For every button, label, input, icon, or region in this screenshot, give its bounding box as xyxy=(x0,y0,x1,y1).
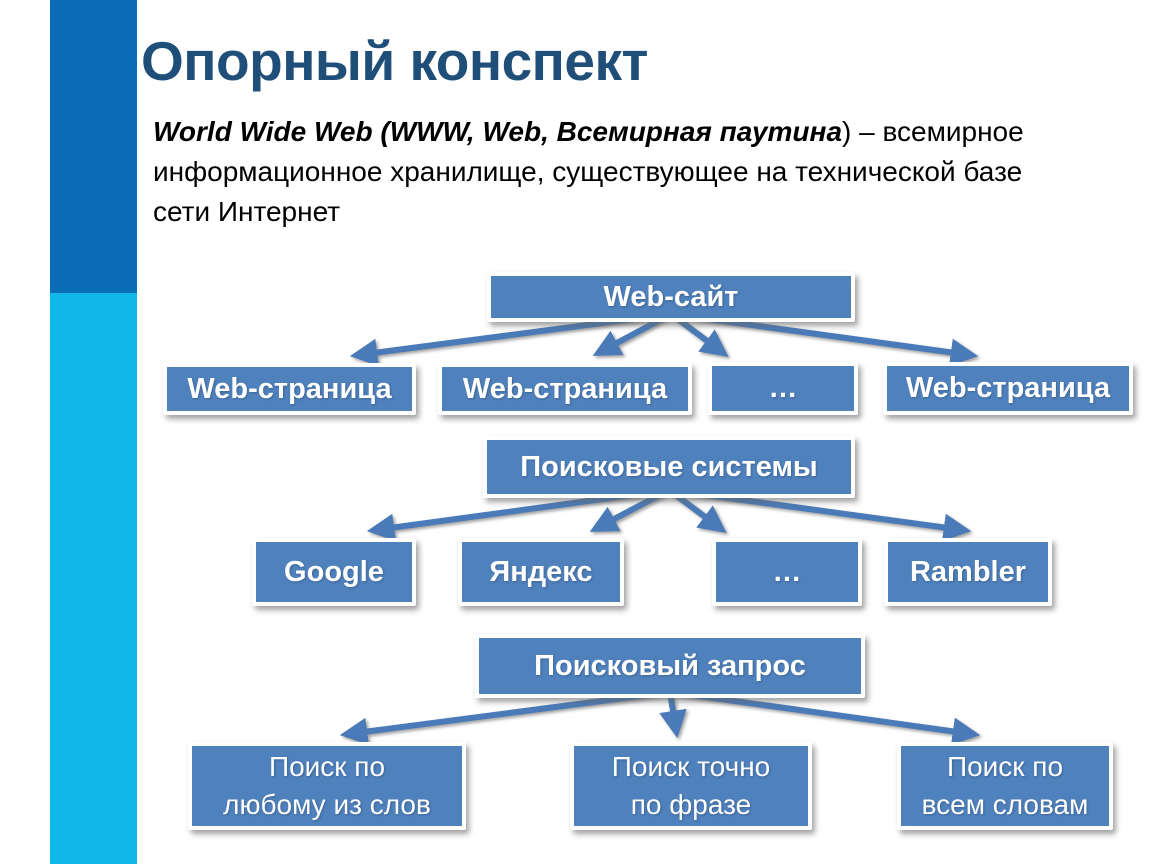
intro-rest-text: ) – всемирное информационное хранилище, … xyxy=(153,116,1024,228)
node-search-any-word: Поиск по любому из слов xyxy=(188,742,466,830)
node-pages-ellipsis: … xyxy=(708,362,858,415)
node-search-all-words: Поиск по всем словам xyxy=(897,742,1113,830)
intro-emphasis-text: World Wide Web (WWW, Web, Всемирная паут… xyxy=(153,116,843,147)
node-web-page-2: Web-страница xyxy=(438,363,692,415)
node-web-page-3: Web-страница xyxy=(883,362,1133,415)
node-google: Google xyxy=(252,538,416,606)
left-accent-bar-dark xyxy=(50,0,137,293)
node-engines-ellipsis: … xyxy=(712,538,862,606)
node-search-exact-phrase: Поиск точно по фразе xyxy=(570,742,812,830)
node-web-page-1: Web-страница xyxy=(163,363,416,415)
page-title: Опорный конспект xyxy=(141,30,648,92)
node-yandex: Яндекс xyxy=(458,538,624,606)
node-web-site: Web-сайт xyxy=(487,272,855,322)
node-search-engines: Поисковые системы xyxy=(483,436,855,498)
left-accent-bar-light xyxy=(50,293,137,864)
intro-paragraph: World Wide Web (WWW, Web, Всемирная паут… xyxy=(153,112,1061,232)
node-rambler: Rambler xyxy=(884,538,1052,606)
arrow-query-to-all-words xyxy=(669,689,981,746)
arrow-query-to-any-word xyxy=(339,689,671,746)
node-search-query: Поисковый запрос xyxy=(475,634,865,698)
